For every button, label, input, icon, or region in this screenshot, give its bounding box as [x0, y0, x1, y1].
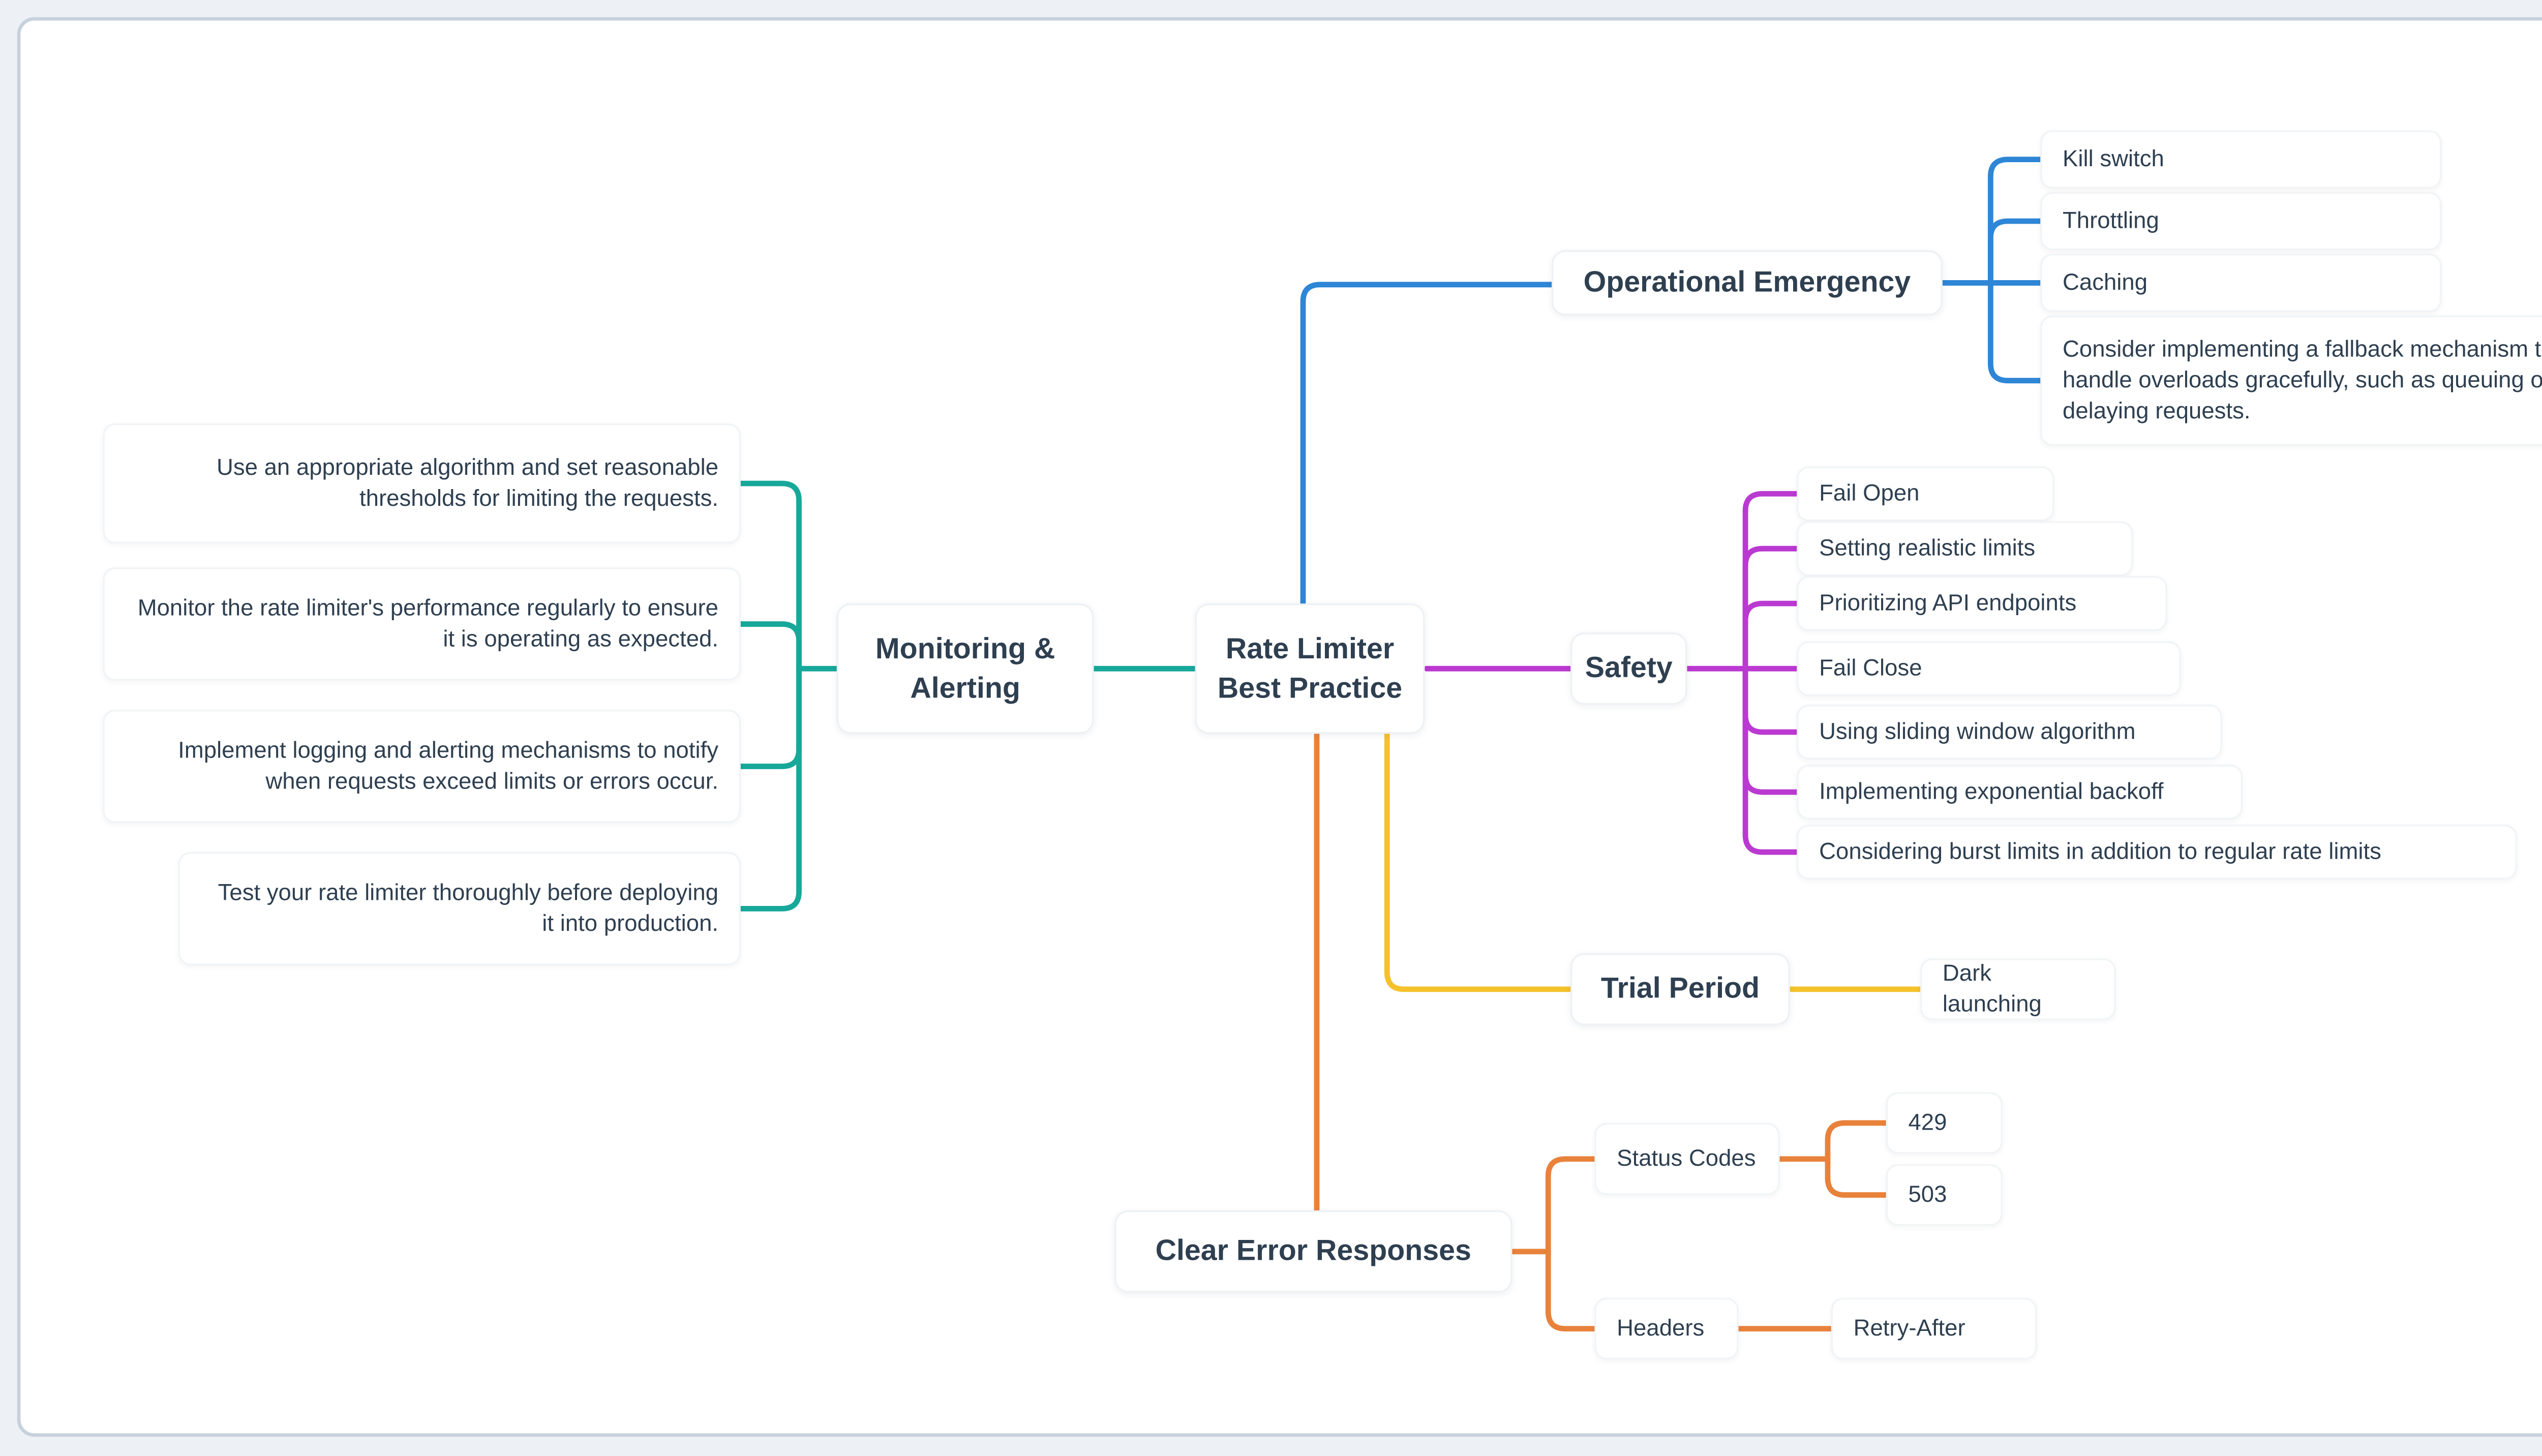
node-kill-switch-label: Kill switch — [2062, 145, 2164, 172]
node-safety-label: Safety — [1585, 652, 1673, 685]
node-status-codes[interactable]: Status Codes — [1594, 1123, 1780, 1195]
node-fallback-mechanism[interactable]: Consider implementing a fallback mechani… — [2040, 315, 2542, 446]
node-burst-limits-label: Considering burst limits in addition to … — [1819, 838, 2381, 864]
node-fallback-mechanism-label: Consider implementing a fallback mechani… — [2062, 336, 2542, 424]
node-headers[interactable]: Headers — [1594, 1297, 1739, 1360]
node-status-503-label: 503 — [1908, 1181, 1947, 1207]
node-setting-realistic-limits-label: Setting realistic limits — [1819, 535, 2036, 561]
node-fail-open-label: Fail Open — [1819, 480, 1920, 506]
node-caching[interactable]: Caching — [2040, 254, 2442, 312]
node-exponential-backoff[interactable]: Implementing exponential backoff — [1797, 765, 2243, 820]
node-rate-limiter-best-practice-label: Rate Limiter Best Practice — [1217, 631, 1403, 705]
node-fail-open[interactable]: Fail Open — [1797, 466, 2054, 522]
node-prioritizing-api-endpoints[interactable]: Prioritizing API endpoints — [1797, 576, 2167, 631]
node-retry-after-label: Retry-After — [1853, 1315, 1965, 1341]
node-monitoring-tip-3[interactable]: Implement logging and alerting mechanism… — [103, 710, 741, 823]
node-rate-limiter-best-practice[interactable]: Rate Limiter Best Practice — [1195, 603, 1425, 734]
node-monitoring-tip-4-label: Test your rate limiter thoroughly before… — [218, 879, 719, 936]
node-operational-emergency-label: Operational Emergency — [1583, 266, 1911, 299]
node-retry-after[interactable]: Retry-After — [1831, 1297, 2037, 1360]
node-monitoring-tip-1-label: Use an appropriate algorithm and set rea… — [216, 454, 719, 511]
node-fail-close[interactable]: Fail Close — [1797, 641, 2181, 696]
node-clear-error-responses-label: Clear Error Responses — [1155, 1235, 1471, 1268]
node-monitoring-tip-4[interactable]: Test your rate limiter thoroughly before… — [178, 852, 741, 965]
node-setting-realistic-limits[interactable]: Setting realistic limits — [1797, 521, 2133, 577]
node-operational-emergency[interactable]: Operational Emergency — [1552, 250, 1943, 316]
node-monitoring-tip-2-label: Monitor the rate limiter's performance r… — [137, 594, 719, 652]
node-monitoring-alerting[interactable]: Monitoring & Alerting — [836, 603, 1094, 734]
node-clear-error-responses[interactable]: Clear Error Responses — [1114, 1210, 1512, 1293]
node-monitoring-tip-2[interactable]: Monitor the rate limiter's performance r… — [103, 567, 741, 681]
node-burst-limits[interactable]: Considering burst limits in addition to … — [1797, 825, 2517, 880]
node-safety[interactable]: Safety — [1570, 632, 1687, 705]
node-exponential-backoff-label: Implementing exponential backoff — [1819, 778, 2164, 804]
node-throttling[interactable]: Throttling — [2040, 192, 2442, 251]
node-headers-label: Headers — [1617, 1315, 1705, 1341]
node-dark-launching-label: Dark launching — [1942, 960, 2042, 1017]
node-status-codes-label: Status Codes — [1617, 1145, 1756, 1171]
node-monitoring-alerting-label: Monitoring & Alerting — [875, 631, 1055, 705]
node-kill-switch[interactable]: Kill switch — [2040, 130, 2442, 189]
node-status-429-label: 429 — [1908, 1109, 1947, 1135]
node-monitoring-tip-1[interactable]: Use an appropriate algorithm and set rea… — [103, 423, 741, 544]
node-trial-period-label: Trial Period — [1600, 973, 1760, 1006]
node-status-503[interactable]: 503 — [1886, 1164, 2003, 1226]
node-prioritizing-api-endpoints-label: Prioritizing API endpoints — [1819, 589, 2077, 616]
node-monitoring-tip-3-label: Implement logging and alerting mechanism… — [178, 737, 719, 794]
node-status-429[interactable]: 429 — [1886, 1092, 2003, 1154]
node-sliding-window-algorithm[interactable]: Using sliding window algorithm — [1797, 705, 2222, 760]
node-caching-label: Caching — [2062, 269, 2148, 295]
node-fail-close-label: Fail Close — [1819, 655, 1922, 681]
node-trial-period[interactable]: Trial Period — [1570, 953, 1790, 1025]
node-throttling-label: Throttling — [2062, 207, 2159, 233]
node-sliding-window-algorithm-label: Using sliding window algorithm — [1819, 718, 2136, 744]
node-dark-launching[interactable]: Dark launching — [1920, 958, 2116, 1020]
